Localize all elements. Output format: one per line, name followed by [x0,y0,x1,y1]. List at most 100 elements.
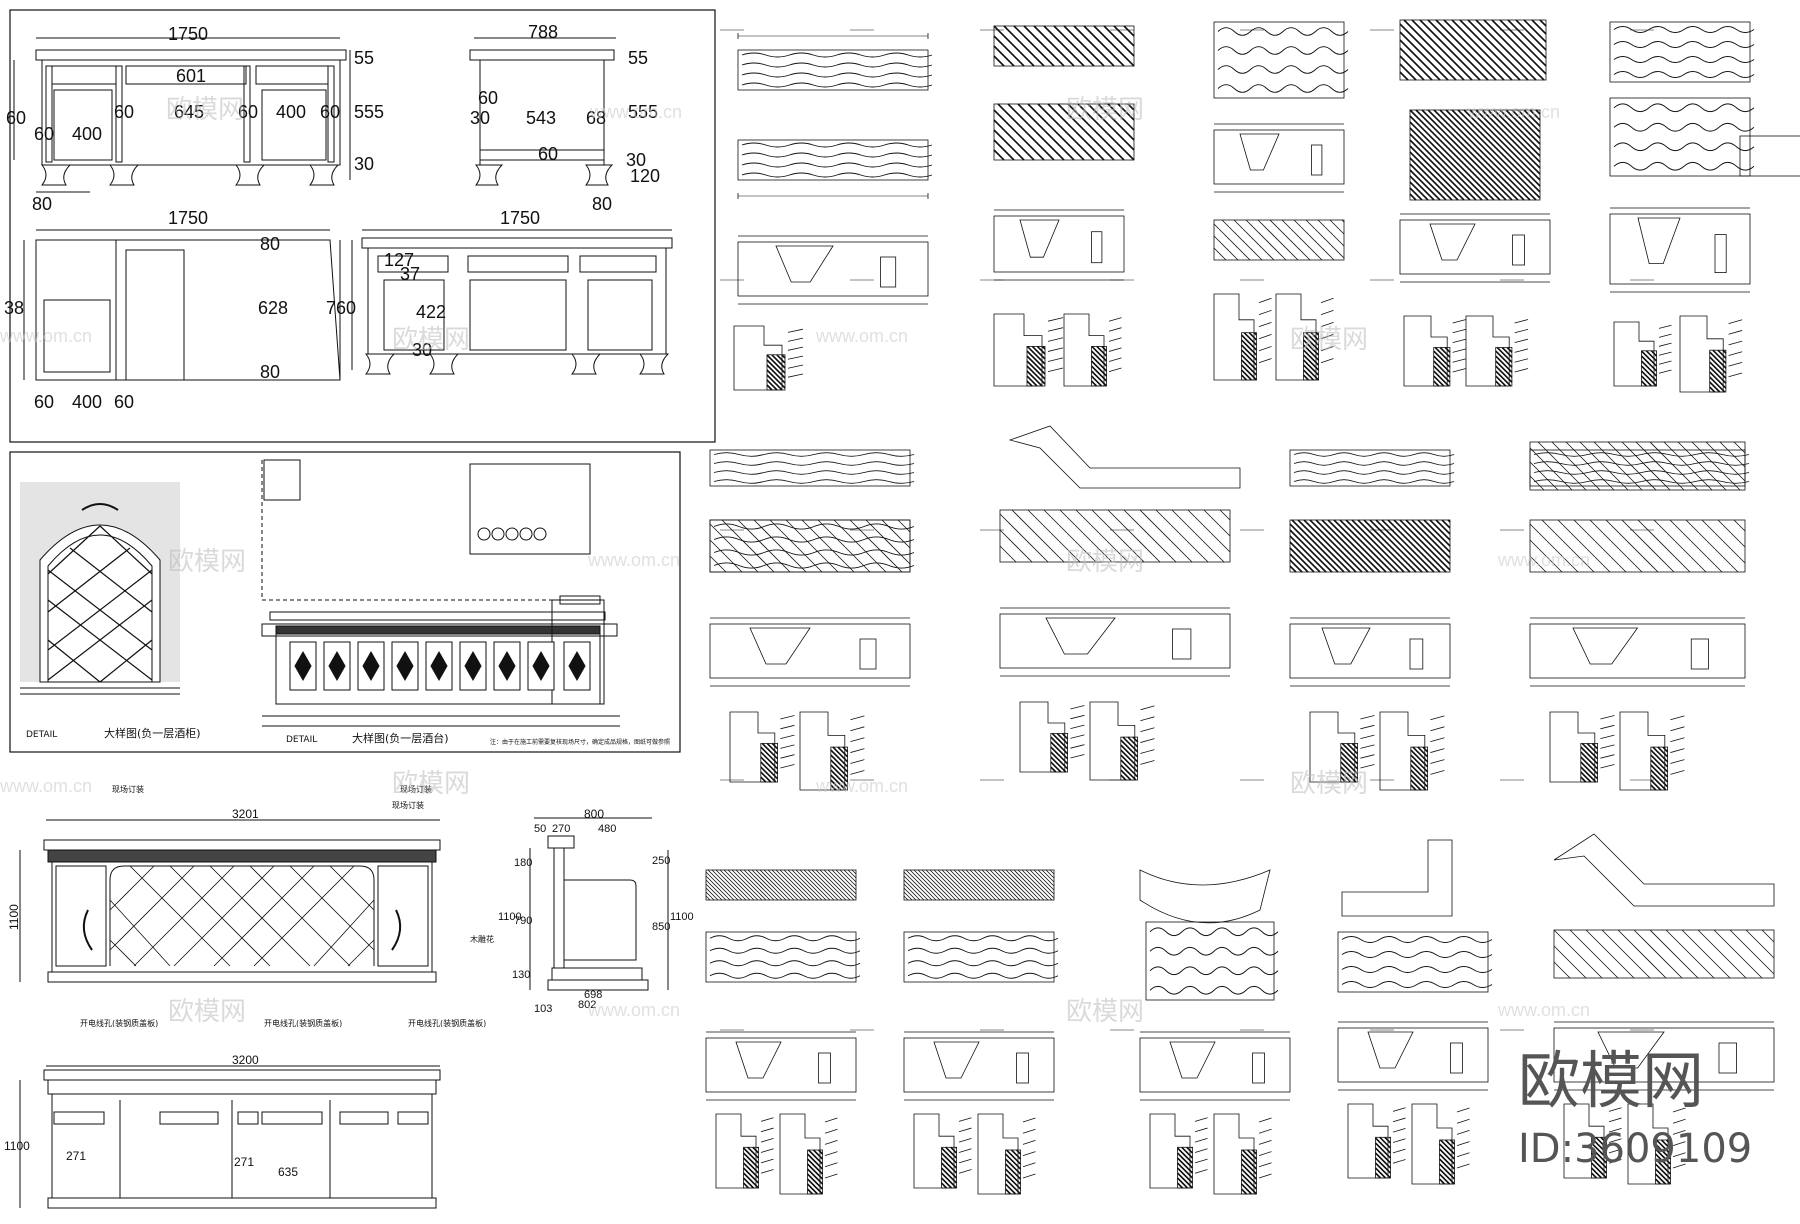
bar-back-elevation [19,1065,441,1209]
plan-80a-dim: 80 [260,234,280,254]
watermark-site-3: www.om.cn [815,326,908,346]
side-60b-dim: 60 [538,144,558,164]
section-802-dim: 802 [578,999,596,1011]
front-60-a-dim: 60 [34,124,54,144]
section-103-dim: 103 [534,1003,552,1015]
section-1100b-dim: 1100 [670,911,694,923]
wood-carving-note: 木雕花 [470,934,494,944]
front-width-dim: 1750 [168,24,208,44]
side-555-dim: 555 [628,102,658,122]
bar-width-dim: 3201 [232,807,259,821]
section-790-dim: 790 [514,915,532,927]
plan-80b-dim: 80 [260,362,280,382]
bar-elevations: 3201 1100 现场订装 现场订装 现场订装 木雕花 800 50 270 … [4,784,694,1209]
desk-side-elevation [469,37,616,186]
section-1100-dim: 1100 [498,911,522,923]
rear-width-dim: 1750 [500,208,540,228]
section-130-dim: 130 [512,969,530,981]
cable-hole-note-b: 开电线孔(装钢质盖板) [264,1018,342,1028]
wine-cabinet-elevation [20,482,180,695]
section-800-dim: 800 [584,807,604,821]
side-30b-dim: 30 [626,150,646,170]
front-80-dim: 80 [32,194,52,214]
site-install-note-b: 现场订装 [400,784,432,794]
side-80-dim: 80 [592,194,612,214]
watermark-site-9: www.om.cn [0,326,92,346]
rear-127-dim: 127 [384,250,414,270]
front-60-d-dim: 60 [320,102,340,122]
bar-title: 大样图(负一层酒台) [352,731,449,745]
section-480-dim: 480 [598,823,616,835]
bar-section [529,817,669,991]
front-60-c-dim: 60 [238,102,258,122]
reception-desk-drawing-grid [705,19,1800,1195]
plan-400-dim: 400 [72,392,102,412]
back-width-dim: 3200 [232,1053,259,1067]
watermark-text-2: 欧模网 [1066,95,1144,125]
side-68-dim: 68 [586,108,606,128]
watermark-site-8: www.om.cn [1497,1000,1590,1020]
front-400-left-dim: 400 [72,124,102,144]
rear-37-dim: 37 [400,264,420,284]
plan-width-dim: 1750 [168,208,208,228]
watermark-site-10: www.om.cn [0,776,92,796]
watermark-text-10: 欧模网 [1066,997,1144,1027]
front-height-mid-dim: 555 [354,102,384,122]
watermark-site-4: www.om.cn [587,550,680,570]
side-60-dim: 60 [478,88,498,108]
watermark-site-7: www.om.cn [587,1000,680,1020]
desk-plan-view [23,229,341,381]
back-height-dim: 1100 [4,1139,30,1153]
rear-760-dim: 760 [326,298,356,318]
side-55-dim: 55 [628,48,648,68]
bar-front-elevation [19,819,441,983]
side-width-dim: 788 [528,22,558,42]
cable-hole-note-c: 开电线孔(装钢质盖板) [408,1018,486,1028]
watermark-site-6: www.om.cn [815,776,908,796]
section-180-dim: 180 [514,857,532,869]
front-645-dim: 645 [174,102,204,122]
bar-counter-elevation [261,459,620,727]
back-271a-dim: 271 [66,1149,86,1163]
brand-id-text: ID:3609109 [1518,1126,1752,1172]
side-543-dim: 543 [526,108,556,128]
front-400-right-dim: 400 [276,102,306,122]
front-height-top-dim: 55 [354,48,374,68]
wine-cabinet-title: 大样图(负一层酒柜) [104,726,201,740]
section-698-dim: 698 [584,989,602,1001]
section-50-dim: 50 [534,823,546,835]
section-850-dim: 850 [652,921,670,933]
detail-label-a: DETAIL [26,730,57,740]
section-250-dim: 250 [652,855,670,867]
front-left-dim: 60 [6,108,26,128]
site-install-note-a: 现场订装 [112,784,144,794]
front-60-b-dim: 60 [114,102,134,122]
desk-rear-elevation [351,229,673,375]
cable-hole-note-a: 开电线孔(装钢质盖板) [80,1018,158,1028]
watermark-site-2: www.om.cn [1467,102,1560,122]
brand-logo: 欧模网 ID:3609109 [1518,1044,1752,1172]
plan-38-dim: 38 [4,298,24,318]
desk-front-elevation [13,37,351,193]
watermark-text-5: 欧模网 [168,547,246,577]
back-271b-dim: 271 [234,1155,254,1169]
back-635-dim: 635 [278,1165,298,1179]
brand-logo-text: 欧模网 [1518,1044,1704,1117]
bar-height-dim: 1100 [7,904,21,930]
watermark-text-4: 欧模网 [1290,325,1368,355]
section-270-dim: 270 [552,823,570,835]
front-inner-dim: 601 [176,66,206,86]
desk-drawings-panel: 1750 55 555 30 60 601 645 400 400 60 60 … [4,9,716,443]
side-30-dim: 30 [470,108,490,128]
watermark-text-1: 欧模网 [166,95,244,125]
site-install-note-c: 现场订装 [392,800,424,810]
side-120-dim: 120 [630,166,660,186]
watermark-site-5: www.om.cn [1497,550,1590,570]
detail-panel: DETAIL 大样图(负一层酒柜) DETAIL 大样图(负一层酒台) 注：由于… [9,451,681,753]
watermark-site-1: www.om.cn [589,102,682,122]
watermark-text-3: 欧模网 [392,325,470,355]
rear-30-dim: 30 [412,340,432,360]
plan-628-dim: 628 [258,298,288,318]
watermark-text-9: 欧模网 [168,997,246,1027]
